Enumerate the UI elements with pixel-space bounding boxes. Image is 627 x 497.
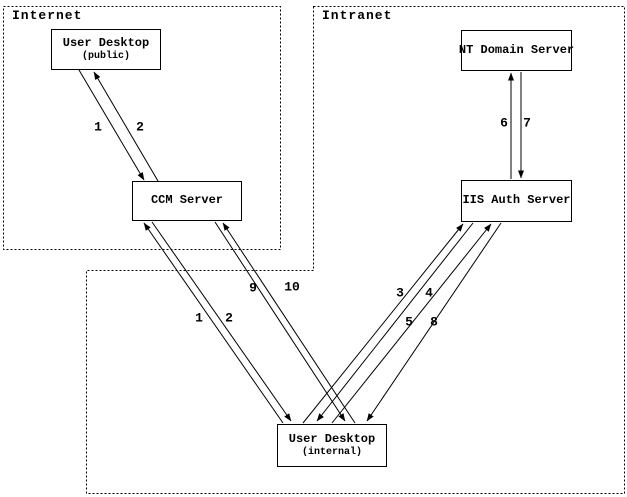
arrow-1-public-to-ccm bbox=[78, 69, 145, 181]
edge-label-5-internal-iis: 5 bbox=[405, 314, 413, 330]
edge-label-1-public-ccm: 1 bbox=[94, 119, 102, 135]
arrow-5-internal-to-iis bbox=[331, 223, 492, 424]
arrow-8-iis-to-internal bbox=[366, 222, 502, 422]
node-iis-auth-server: IIS Auth Server bbox=[461, 180, 572, 222]
node-user-desktop-public: User Desktop (public) bbox=[51, 29, 161, 70]
arrow-9-ccm-to-internal bbox=[214, 221, 346, 422]
edge-label-7-nt-iis: 7 bbox=[523, 115, 531, 131]
node-title: NT Domain Server bbox=[458, 42, 575, 57]
edge-label-3-internal-iis: 3 bbox=[396, 285, 404, 301]
arrow-2-ccm-to-internal bbox=[151, 221, 292, 422]
node-title: CCM Server bbox=[150, 193, 223, 208]
node-user-desktop-internal: User Desktop (internal) bbox=[277, 424, 387, 467]
node-title: User Desktop bbox=[62, 35, 150, 50]
node-subtitle: (public) bbox=[81, 50, 130, 62]
node-title: User Desktop bbox=[288, 431, 376, 446]
node-title: IIS Auth Server bbox=[462, 193, 571, 208]
node-ccm-server: CCM Server bbox=[132, 181, 242, 221]
edge-label-10-internal-ccm: 10 bbox=[284, 279, 300, 295]
edge-label-1-internal-ccm: 1 bbox=[195, 310, 203, 326]
intranet-zone-border bbox=[86, 6, 625, 494]
node-nt-domain-server: NT Domain Server bbox=[458, 30, 575, 71]
edge-label-2-ccm-public: 2 bbox=[136, 119, 144, 135]
arrow-10-internal-to-ccm bbox=[222, 222, 356, 424]
arrow-4-iis-to-internal bbox=[316, 222, 474, 422]
arrow-1-internal-to-ccm bbox=[143, 222, 284, 424]
internet-zone-label: Internet bbox=[12, 8, 83, 23]
node-subtitle: (internal) bbox=[301, 446, 362, 458]
edge-label-8-iis-internal: 8 bbox=[430, 314, 438, 330]
arrow-3-internal-to-iis bbox=[302, 223, 464, 424]
edge-label-6-iis-nt: 6 bbox=[500, 115, 508, 131]
arrow-2-ccm-to-public bbox=[93, 71, 159, 182]
edge-label-9-ccm-internal: 9 bbox=[249, 280, 257, 296]
intranet-zone-label: Intranet bbox=[322, 8, 393, 23]
edge-label-4-iis-internal: 4 bbox=[425, 285, 433, 301]
edge-label-2-ccm-internal: 2 bbox=[225, 310, 233, 326]
